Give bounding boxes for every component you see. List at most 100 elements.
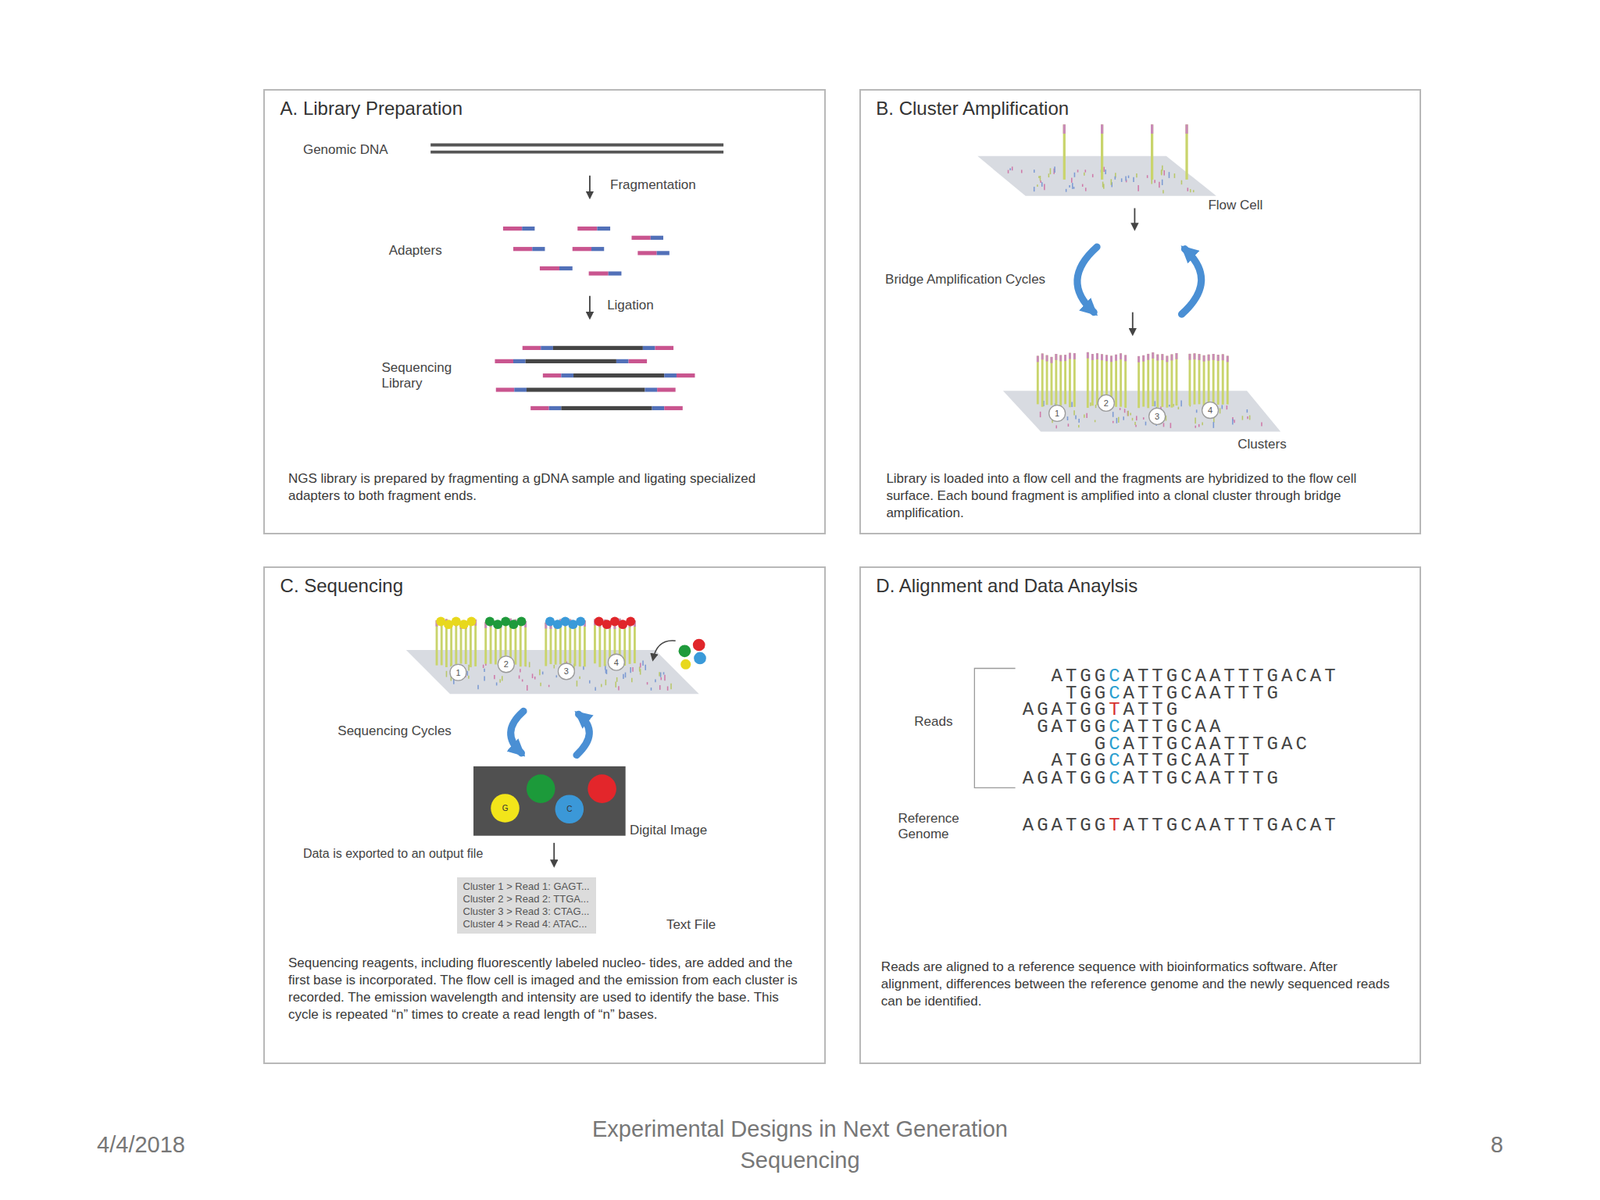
cluster-amplification-art [1089, 402, 1092, 407]
cluster-amplification-art [1121, 178, 1123, 183]
sequencing-art [594, 686, 597, 690]
library-prep-art [530, 406, 550, 411]
library-prep-art [521, 226, 535, 231]
cluster-amplification-art [1189, 353, 1192, 361]
cluster-amplification-art [1036, 184, 1039, 187]
panel-heading: C. Sequencing [280, 575, 404, 597]
cluster-amplification-art [1119, 407, 1122, 411]
cluster-amplification-art [1246, 416, 1249, 419]
cluster-amplification-art [1043, 184, 1046, 191]
sequencing-art [582, 666, 585, 670]
cluster-amplification-art [1038, 175, 1040, 179]
cluster-amplification-art [1011, 166, 1014, 171]
sequencing-art [467, 664, 470, 672]
cluster-amplification-art [1112, 421, 1115, 424]
sequencing-art [578, 676, 581, 679]
cluster-amplification-art [1170, 422, 1172, 429]
cluster-amplification-art [977, 156, 1217, 197]
sequencing-art [521, 679, 524, 683]
library-prep-art [664, 373, 677, 378]
part-label: Clusters [1237, 436, 1286, 453]
cluster-amplification-art [1168, 404, 1171, 408]
reference-sequence: AGATGGTATTGCAATTTGACAT [1022, 817, 1340, 835]
cluster-amplification-art [1124, 408, 1126, 413]
read-sequence: ATGGCATTGCAATTTGACAT [1051, 667, 1340, 686]
sequencing-art [616, 677, 618, 683]
sequencing-art [614, 681, 617, 687]
cluster-amplification-art [1178, 407, 1180, 410]
sequencing-art [576, 680, 579, 686]
cluster-amplification-art [1132, 312, 1134, 334]
sequencing-art [557, 663, 575, 680]
cluster-amplification-art [1073, 353, 1076, 408]
panel-heading: D. Alignment and Data Anaylsis [875, 575, 1138, 597]
cluster-amplification-art [1189, 353, 1192, 406]
cluster-amplification-art [1151, 352, 1154, 359]
sequencing-art [484, 621, 487, 664]
read-sequence: GATGGCATTGCAA [1036, 718, 1224, 736]
read-sequence: AGATGGTATTG [1022, 701, 1181, 719]
cluster-amplification-art [1172, 403, 1175, 407]
cluster-amplification-art [1063, 124, 1066, 180]
sequencing-art [653, 640, 676, 660]
cluster-amplification-art [1150, 124, 1154, 180]
cluster-amplification-art [1003, 390, 1281, 432]
cluster-amplification-art [1083, 172, 1086, 176]
cluster-amplification-art [1059, 355, 1062, 406]
cluster-amplification-art [1149, 407, 1166, 425]
library-prep-art [532, 246, 545, 251]
library-prep-art [496, 387, 515, 392]
cluster-amplification-art [1073, 353, 1076, 360]
cluster-amplification-art [1064, 354, 1067, 404]
sequencing-art [639, 663, 642, 668]
cluster-amplification-art [1196, 409, 1198, 413]
cluster-amplification-art [1067, 416, 1069, 421]
cluster-amplification-art [1175, 353, 1179, 406]
library-prep-art [589, 175, 591, 197]
cluster-amplification-art [1260, 421, 1263, 426]
cluster-amplification-art [1198, 353, 1201, 361]
panel-heading: A. Library Preparation [280, 97, 463, 120]
part-label: Genomic DNA [303, 142, 389, 158]
step-label: Data is exported to an output file [303, 846, 483, 861]
part-label: Reference Genome [897, 810, 976, 843]
part-label: Sequencing Library [381, 360, 468, 392]
cluster-amplification-art [1137, 185, 1140, 192]
cluster-amplification-art [1068, 353, 1072, 360]
sequencing-art [575, 616, 586, 626]
cluster-amplification-art [1198, 424, 1200, 428]
cluster-amplification-art [1041, 353, 1044, 360]
library-prep-art [494, 359, 514, 364]
library-prep-art [559, 266, 573, 271]
cluster-amplification-art [1122, 416, 1125, 421]
sequencing-art [496, 682, 498, 686]
library-prep-art [573, 373, 665, 378]
cluster-amplification-art [1050, 357, 1054, 406]
cluster-amplification-art [1033, 169, 1036, 173]
part-label: Adapters [389, 242, 443, 259]
cluster-amplification-art [1124, 355, 1127, 408]
cluster-amplification-art [1194, 417, 1197, 425]
reads-bracket [974, 668, 1015, 789]
cluster-amplification-art [1189, 189, 1192, 193]
library-prep-art [591, 246, 604, 251]
cluster-amplification-art [1085, 187, 1087, 191]
sequencing-art [539, 669, 541, 676]
cluster-amplification-art [1181, 180, 1183, 185]
cluster-amplification-art [1202, 402, 1219, 419]
callout-number: 1 [455, 667, 461, 678]
cluster-amplification-art [1100, 124, 1104, 180]
cluster-amplification-art [1091, 353, 1094, 361]
sequencing-art [553, 664, 556, 669]
file-line: Cluster 4 > Read 4: ATAC... [463, 917, 590, 931]
step-label: Ligation [607, 297, 654, 314]
cluster-amplification-art [1102, 182, 1104, 188]
cluster-amplification-art [1078, 425, 1080, 428]
sequencing-art [650, 687, 653, 691]
sequencing-art [642, 660, 644, 666]
cluster-amplification-art [1009, 167, 1011, 171]
sequencing-art [644, 664, 647, 671]
library-prep-art [589, 296, 591, 318]
cluster-amplification-art [1104, 169, 1107, 175]
